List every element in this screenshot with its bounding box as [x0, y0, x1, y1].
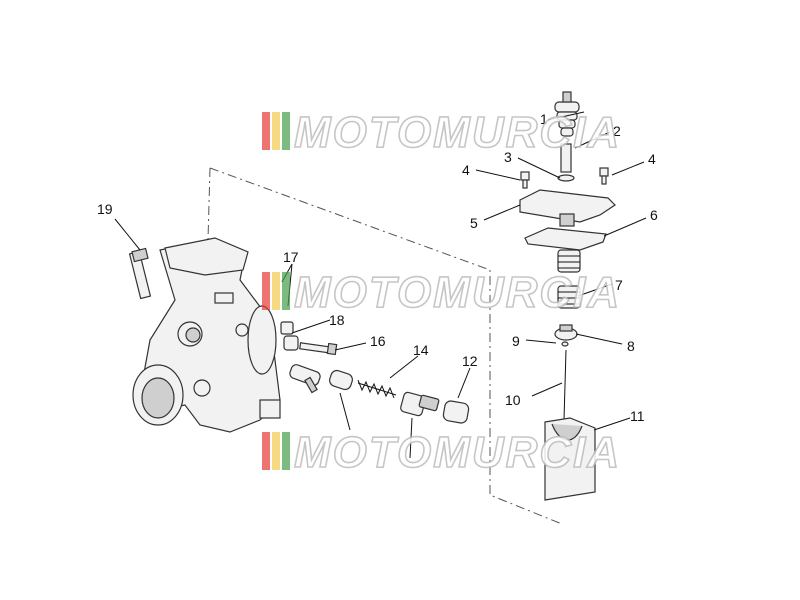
watermark-middle: MOTOMURCIA — [262, 267, 621, 318]
part-spring-upper — [557, 249, 581, 273]
callout-4-right: 4 — [648, 151, 656, 167]
callout-17: 17 — [283, 249, 299, 265]
callout-4-left: 4 — [462, 162, 470, 178]
watermark-text: MOTOMURCIA — [294, 268, 621, 317]
callout-14: 14 — [413, 342, 429, 358]
part-5-top-cover — [519, 189, 616, 227]
part-1-boot — [554, 91, 580, 137]
watermark-text: MOTOMURCIA — [294, 428, 621, 477]
part-4-screw-left — [520, 171, 530, 189]
part-2-sleeve — [560, 143, 572, 173]
callout-11: 11 — [630, 408, 645, 424]
callout-12: 12 — [462, 353, 478, 369]
watermark-stripe-green — [282, 432, 290, 470]
part-11-slide — [544, 417, 596, 501]
callout-19: 19 — [97, 201, 113, 217]
callout-9: 9 — [512, 333, 520, 349]
part-10-needle — [563, 349, 567, 421]
watermark-stripe-green — [282, 272, 290, 310]
callout-16: 16 — [370, 333, 386, 349]
callout-8: 8 — [627, 338, 635, 354]
watermark-text: MOTOMURCIA — [294, 108, 621, 157]
callout-10: 10 — [505, 392, 521, 408]
part-7-spring — [557, 285, 581, 309]
carburetor-body — [132, 237, 281, 433]
choke-plunger — [289, 364, 321, 394]
part-19-screw — [128, 247, 152, 300]
watermark-stripe-red — [262, 432, 270, 470]
watermark-bottom: MOTOMURCIA — [262, 427, 621, 478]
callout-2: 2 — [613, 123, 621, 139]
callout-labels: 1 2 3 4 4 5 6 7 8 9 10 11 12 14 16 17 18… — [97, 111, 658, 424]
callout-5: 5 — [470, 215, 478, 231]
callout-7: 7 — [615, 277, 623, 293]
watermark-stripe-yellow — [272, 112, 280, 150]
part-4-screw-right — [599, 167, 609, 185]
part-16-screw — [299, 342, 338, 356]
watermark-stripe-red — [262, 112, 270, 150]
leader-lines — [114, 111, 647, 459]
watermark-stripe-red — [262, 272, 270, 310]
part-18-plug — [283, 335, 299, 351]
valve-assembly — [400, 391, 440, 417]
part-6-gasket — [524, 227, 607, 251]
part-14-spring — [357, 379, 397, 399]
watermark-stripe-yellow — [272, 432, 280, 470]
watermark-stripe-green — [282, 112, 290, 150]
jet-sleeve — [329, 369, 353, 391]
watermark-top: MOTOMURCIA — [262, 107, 621, 158]
callout-3: 3 — [504, 149, 512, 165]
part-8-retainer — [554, 324, 578, 341]
part-9-clip — [561, 341, 569, 347]
callout-18: 18 — [329, 312, 345, 328]
part-12-cap — [442, 400, 470, 424]
callout-1: 1 — [540, 111, 548, 127]
watermark-stripe-yellow — [272, 272, 280, 310]
part-3-oring — [557, 174, 575, 182]
callout-6: 6 — [650, 207, 658, 223]
part-17-fitting — [280, 321, 294, 335]
